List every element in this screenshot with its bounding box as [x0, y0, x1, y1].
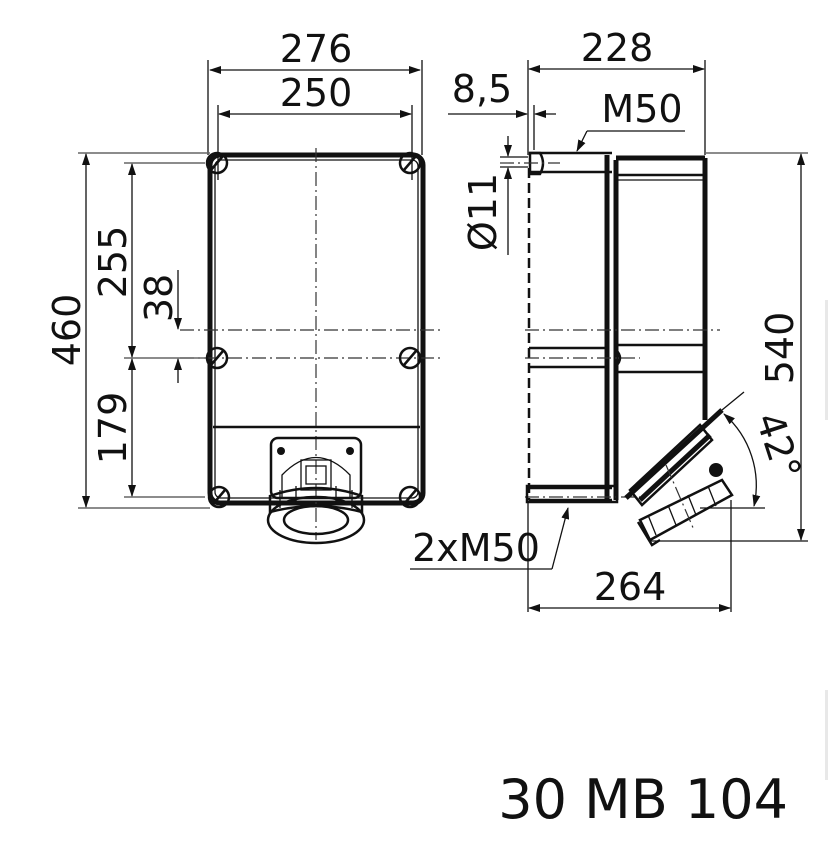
- screw-icon: [398, 346, 422, 370]
- page-edge-mark: [825, 690, 828, 780]
- dim-hole-spacing-width: 250: [280, 71, 353, 115]
- callout-bottom-glands: 2xM50: [412, 526, 540, 570]
- screw-icon: [398, 151, 422, 175]
- dim-total-depth: 264: [594, 565, 667, 609]
- socket-outlet-icon: [266, 436, 366, 545]
- callout-top-gland: M50: [601, 87, 682, 131]
- side-view: 42° 228 8,5 M50 Ø11 540 2xM50: [410, 26, 810, 612]
- part-number: 30 MB 104: [498, 768, 788, 831]
- front-view: 276 250 460 255 38 179: [45, 27, 440, 545]
- dim-total-height: 540: [758, 312, 802, 385]
- dim-wall-offset: 8,5: [452, 67, 512, 111]
- screw-icon: [205, 151, 229, 175]
- angled-socket-icon: [624, 408, 734, 547]
- dim-overall-height: 460: [45, 294, 89, 367]
- page-edge-mark: [825, 300, 828, 420]
- dim-socket-angle: 42°: [747, 407, 810, 485]
- dim-overall-width: 276: [280, 27, 353, 71]
- dim-hole-diameter: Ø11: [461, 173, 505, 251]
- dim-lower-hole-spacing: 179: [91, 392, 135, 465]
- dim-center-offset: 38: [137, 274, 181, 322]
- dim-upper-hole-spacing: 255: [91, 226, 135, 299]
- screw-icon: [207, 485, 231, 509]
- screw-icon: [398, 485, 422, 509]
- screw-icon: [205, 346, 229, 370]
- dim-depth: 228: [581, 26, 654, 70]
